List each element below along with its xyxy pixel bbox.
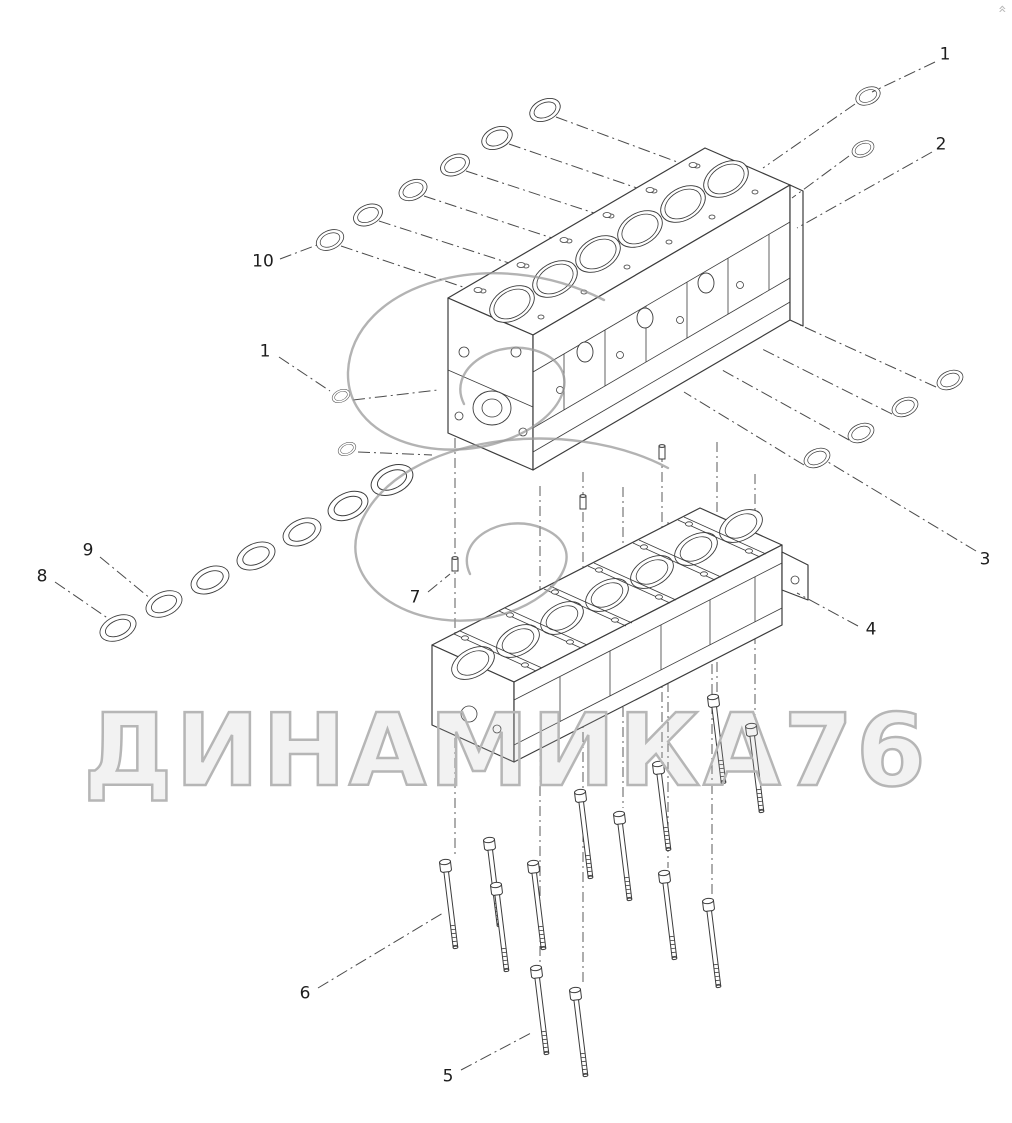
callout-7: 7 bbox=[409, 587, 421, 608]
callout-1-top-right: 1 bbox=[939, 44, 951, 65]
gallery-plug bbox=[933, 365, 967, 395]
callout-8: 8 bbox=[36, 566, 48, 587]
cup-plug bbox=[436, 149, 474, 181]
leader-line bbox=[279, 244, 318, 260]
leader-line bbox=[762, 103, 856, 169]
main-bolt-long bbox=[529, 964, 553, 1056]
leader-line bbox=[378, 220, 510, 264]
leader-line bbox=[460, 1032, 532, 1071]
watermark-swirls bbox=[346, 272, 670, 622]
leader-line bbox=[721, 369, 850, 441]
cup-plug bbox=[312, 225, 348, 255]
gallery-plug bbox=[800, 443, 834, 473]
bearing-shell bbox=[95, 608, 141, 648]
leader-line bbox=[871, 61, 936, 93]
cup-plug bbox=[395, 174, 431, 206]
leader-line bbox=[799, 324, 937, 388]
bearing-shell bbox=[365, 457, 419, 503]
leader-line bbox=[423, 195, 553, 239]
leader-line bbox=[278, 356, 331, 392]
main-bolt bbox=[573, 788, 597, 880]
bearing-shell bbox=[141, 584, 187, 624]
leader-line bbox=[827, 461, 977, 552]
leader-line bbox=[54, 581, 110, 620]
main-bolt bbox=[744, 722, 768, 814]
main-bolts bbox=[438, 693, 768, 1078]
leader-line bbox=[99, 556, 152, 600]
cup-plug bbox=[477, 121, 517, 155]
cup-plug bbox=[852, 82, 884, 110]
bedplate-bolt-holes bbox=[461, 521, 753, 668]
main-bearing-saddles bbox=[451, 509, 763, 680]
cup-plug bbox=[849, 137, 877, 161]
main-bolt bbox=[438, 858, 462, 950]
leader-line bbox=[796, 151, 933, 229]
main-bearing-shells bbox=[95, 457, 419, 648]
dowel-pin bbox=[658, 444, 666, 460]
bearing-shell bbox=[232, 535, 280, 577]
callout-3: 3 bbox=[979, 549, 991, 570]
callout-4: 4 bbox=[865, 619, 877, 640]
bedplate-side-face bbox=[513, 544, 783, 763]
bedplate-details bbox=[460, 562, 800, 746]
leader-line bbox=[796, 592, 859, 627]
leader-line bbox=[465, 170, 595, 214]
main-bolt bbox=[651, 760, 675, 852]
main-bolt bbox=[612, 810, 636, 902]
leader-lines bbox=[54, 61, 977, 1071]
callout-6: 6 bbox=[299, 983, 311, 1004]
leader-line bbox=[683, 391, 805, 466]
leader-line bbox=[340, 245, 467, 289]
leader-line bbox=[759, 347, 893, 415]
scroll-top-icon[interactable]: » bbox=[994, 4, 1011, 14]
callout-5: 5 bbox=[442, 1066, 454, 1087]
cylinder-bores bbox=[489, 160, 749, 323]
callout-9: 9 bbox=[82, 540, 94, 561]
bearing-shell bbox=[323, 484, 373, 528]
dowel-pin bbox=[451, 556, 459, 572]
bearing-shell bbox=[186, 559, 234, 601]
leader-line bbox=[357, 451, 433, 456]
leader-line bbox=[427, 573, 451, 593]
main-bolt bbox=[657, 869, 681, 961]
cup-plug bbox=[349, 199, 387, 231]
callout-10: 10 bbox=[252, 251, 274, 272]
gallery-plug bbox=[888, 392, 922, 422]
main-bolt bbox=[701, 897, 725, 989]
bedplate bbox=[431, 507, 809, 763]
block-details bbox=[447, 221, 791, 453]
watermark-swirl bbox=[354, 437, 670, 622]
leader-line bbox=[317, 912, 444, 989]
callout-2: 2 bbox=[935, 134, 947, 155]
leader-line bbox=[508, 143, 638, 189]
block-rear-flange bbox=[789, 184, 804, 327]
cup-plug bbox=[525, 93, 565, 127]
bearing-shell bbox=[278, 511, 326, 553]
main-bolt-long bbox=[568, 986, 592, 1078]
cylinder-block bbox=[447, 147, 804, 471]
gallery-plug bbox=[844, 418, 878, 448]
main-bolt bbox=[526, 859, 550, 951]
callout-1-left: 1 bbox=[259, 341, 271, 362]
leader-line bbox=[352, 389, 439, 401]
dowel-pin bbox=[579, 494, 587, 510]
leader-line bbox=[555, 116, 681, 164]
main-bolt bbox=[489, 881, 513, 973]
cup-plug bbox=[335, 439, 359, 459]
main-bolt bbox=[706, 693, 730, 785]
leader-line bbox=[791, 155, 850, 199]
